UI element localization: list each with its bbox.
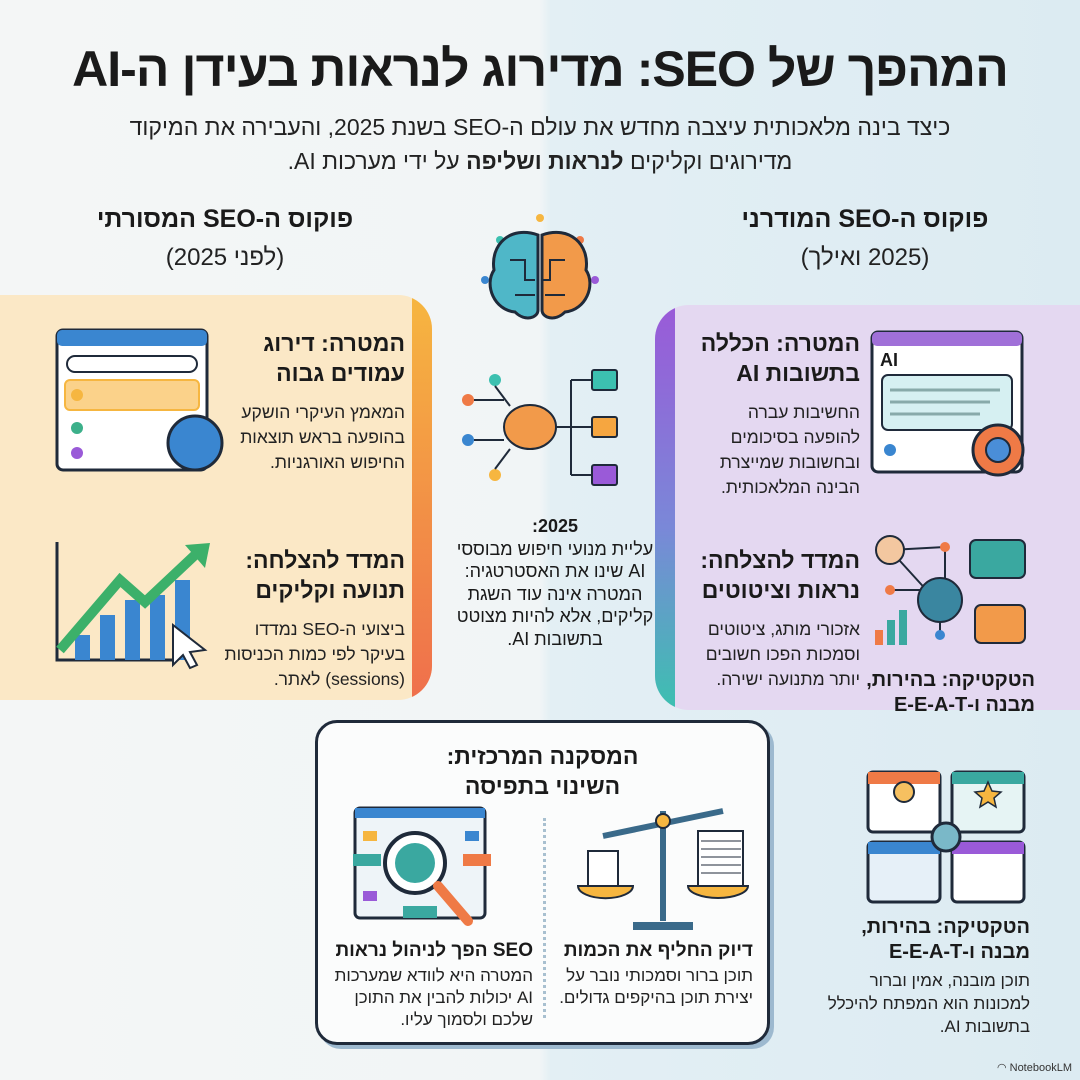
conclusion-right: דיוק החליף את הכמות תוכן ברור וסמכותי נו…: [558, 940, 753, 1009]
tactic-heading: הטקטיקה: בהירות, מבנה ו-E-E-A-T: [861, 916, 1030, 963]
modern-metric-heading: המדד להצלחה: נראות וציטוטים: [700, 547, 860, 603]
center-text: עליית מנועי חיפוש מבוססי AI שינו את האסט…: [456, 538, 654, 649]
subtitle-line-1: כיצד בינה מלאכותית עיצבה מחדש את עולם ה-…: [129, 114, 951, 140]
traditional-metric-heading: המדד להצלחה: תנועה וקליקים: [245, 547, 405, 603]
page-title: המהפך של SEO: מדירוג לנראות בעידן ה-AI: [72, 41, 1009, 97]
visibility-search-icon: [353, 806, 491, 926]
traditional-metric-text: ביצועי ה-SEO נמדדו בעיקר לפי כמות הכניסו…: [224, 619, 406, 689]
traditional-period: (לפני 2025): [165, 244, 285, 271]
modern-goal-heading: המטרה: הכללה בתשובות AI: [700, 330, 860, 386]
citations-network-icon: [875, 535, 1026, 645]
conclusion-title: המסקנה המרכזית: השינוי בתפיסה: [318, 741, 767, 801]
notebooklm-logo-icon: ◠: [997, 1062, 1007, 1074]
traditional-goal: המטרה: דירוג עמודים גבוה המאמץ העיקרי הו…: [225, 328, 405, 475]
ai-retrieval-icon: [462, 369, 618, 486]
traditional-title: פוקוס ה-SEO המסורתי: [96, 205, 354, 233]
modern-metric-text: אזכורי מותג, ציטוטים וסמכות הפכו חשובים …: [705, 619, 860, 689]
modern-title: פוקוס ה-SEO המודרני: [741, 205, 989, 233]
balance-scale-icon: [576, 808, 750, 930]
subtitle-emphasis: לנראות ושליפה: [466, 148, 624, 174]
subtitle-line-2: מדירוגים וקליקים לנראות ושליפה על ידי מע…: [0, 144, 1080, 178]
conclusion-right-text: תוכן ברור וסמכותי נובר על יצירת תוכן בהי…: [559, 966, 753, 1007]
ai-answer-icon: AI: [870, 330, 1035, 485]
eeat-cards-icon: [866, 770, 1026, 904]
brain-icon: [481, 214, 599, 320]
traditional-goal-heading: המטרה: דירוג עמודים גבוה: [263, 330, 405, 386]
conclusion-right-heading: דיוק החליף את הכמות: [563, 940, 753, 961]
modern-goal-text: החשיבות עברה להופעה בסיכומים ובחשובות שמ…: [719, 402, 860, 497]
conclusion-title-line-2: השינוי בתפיסה: [464, 773, 621, 799]
search-results-icon: [55, 328, 224, 472]
modern-tactic-heading: הטקטיקה: בהירות, מבנה ו-E-E-A-T: [866, 669, 1035, 716]
conclusion-left: SEO הפך לניהול נראות המטרה היא לוודא שמע…: [328, 940, 533, 1031]
subtitle: כיצד בינה מלאכותית עיצבה מחדש את עולם ה-…: [0, 110, 1080, 178]
modern-period: (2025 ואילך): [800, 244, 930, 271]
subtitle-text: מדירוגים וקליקים: [623, 148, 793, 174]
divider: [543, 818, 546, 1018]
conclusion-left-heading: SEO הפך לניהול נראות: [335, 940, 533, 961]
conclusion-left-text: המטרה היא לוודא שמערכות AI יכולות להבין …: [334, 966, 533, 1029]
modern-metric: המדד להצלחה: נראות וציטוטים אזכורי מותג,…: [690, 545, 860, 692]
conclusion-title-line-1: המסקנה המרכזית:: [446, 743, 639, 769]
tactic-text: תוכן מובנה, אמין וברור למכונות הוא המפתח…: [827, 971, 1030, 1036]
center-heading: 2025:: [531, 516, 579, 536]
subtitle-text: על ידי מערכות AI.: [287, 148, 467, 174]
tactic-section: הטקטיקה: בהירות, מבנה ו-E-E-A-T תוכן מוב…: [825, 915, 1030, 1038]
traffic-chart-icon: [55, 542, 210, 670]
traditional-metric: המדד להצלחה: תנועה וקליקים ביצועי ה-SEO …: [220, 545, 406, 692]
modern-goal: המטרה: הכללה בתשובות AI החשיבות עברה להו…: [690, 328, 860, 500]
conclusion-box: המסקנה המרכזית: השינוי בתפיסה SEO הפך לנ…: [315, 720, 770, 1045]
notebooklm-badge: ◠NotebookLM: [997, 1061, 1072, 1075]
traditional-goal-text: המאמץ העיקרי הושקע בהופעה בראש תוצאות הח…: [240, 402, 405, 472]
modern-header: פוקוס ה-SEO המודרני (2025 ואילך): [700, 205, 1030, 272]
center-note: 2025: עליית מנועי חיפוש מבוססי AI שינו א…: [455, 515, 655, 650]
brand-label: NotebookLM: [1009, 1061, 1072, 1074]
traditional-header: פוקוס ה-SEO המסורתי (לפני 2025): [60, 205, 390, 272]
ai-label: AI: [880, 350, 898, 370]
